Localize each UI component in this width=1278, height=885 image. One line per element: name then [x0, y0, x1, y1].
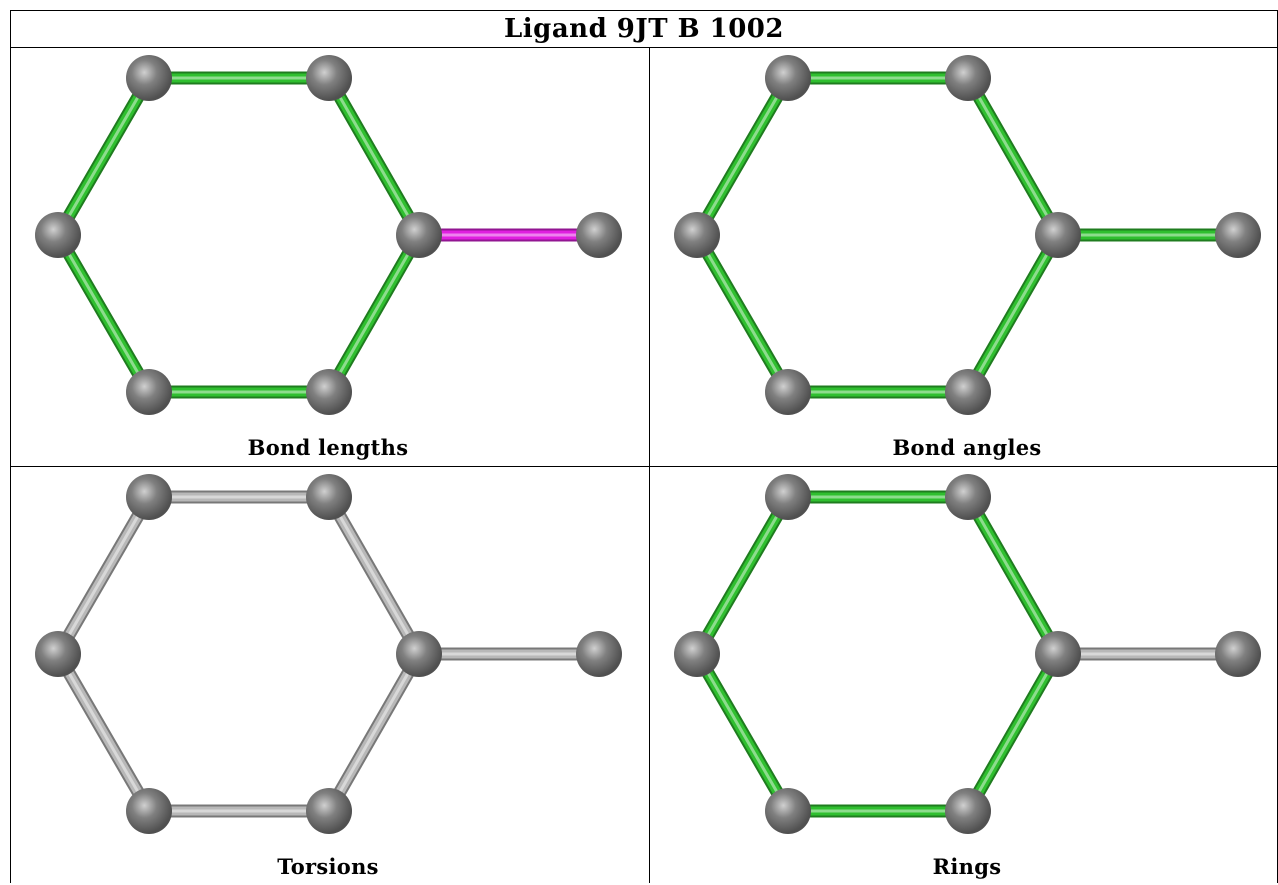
- bond: [962, 231, 1064, 396]
- atom: [396, 212, 442, 258]
- atom: [396, 631, 442, 677]
- bond: [52, 493, 155, 658]
- atom: [126, 474, 172, 520]
- atom: [306, 788, 352, 834]
- bond: [52, 231, 155, 396]
- atom: [576, 212, 622, 258]
- column-divider: [649, 47, 650, 883]
- molecule-diagram-bond-angles: [674, 55, 1261, 415]
- atom: [306, 369, 352, 415]
- atom: [765, 369, 811, 415]
- bond: [962, 74, 1064, 239]
- page-title: Ligand 9JT B 1002: [503, 14, 784, 44]
- panel-bond-angles: Bond angles: [650, 48, 1277, 466]
- atom: [306, 474, 352, 520]
- panel-caption: Rings: [932, 854, 1002, 879]
- frame-left-border: [10, 10, 11, 883]
- bond: [52, 650, 155, 815]
- atom: [126, 788, 172, 834]
- bond: [691, 74, 794, 239]
- panel-caption: Bond angles: [892, 435, 1042, 460]
- atom: [35, 631, 81, 677]
- molecule-diagram-rings: [674, 474, 1261, 834]
- panel-caption: Torsions: [277, 854, 379, 879]
- bond: [323, 74, 425, 239]
- panel-torsions: Torsions: [11, 467, 645, 885]
- atom: [945, 474, 991, 520]
- atom: [674, 212, 720, 258]
- atom: [1215, 631, 1261, 677]
- bond: [52, 74, 155, 239]
- atom: [1215, 212, 1261, 258]
- molecule-diagram-bond-lengths: [35, 55, 622, 415]
- atom: [1035, 212, 1081, 258]
- atom: [765, 55, 811, 101]
- atom: [945, 788, 991, 834]
- bond: [323, 231, 425, 396]
- frame-top-border: [10, 10, 1278, 11]
- bond: [323, 493, 425, 658]
- atom: [576, 631, 622, 677]
- bond: [323, 650, 425, 815]
- row-divider: [10, 466, 1278, 467]
- bond: [962, 493, 1064, 658]
- bond: [691, 650, 794, 815]
- bond: [962, 650, 1064, 815]
- atom: [35, 212, 81, 258]
- panel-caption: Bond lengths: [247, 435, 409, 460]
- bond: [691, 231, 794, 396]
- atom: [306, 55, 352, 101]
- atom: [765, 474, 811, 520]
- atom: [1035, 631, 1081, 677]
- atom: [945, 55, 991, 101]
- panel-bond-lengths: Bond lengths: [11, 48, 645, 466]
- atom: [126, 369, 172, 415]
- panel-rings: Rings: [650, 467, 1277, 885]
- atom: [945, 369, 991, 415]
- atom: [674, 631, 720, 677]
- molecule-diagram-torsions: [35, 474, 622, 834]
- atom: [765, 788, 811, 834]
- bond: [691, 493, 794, 658]
- ligand-figure-table: Ligand 9JT B 1002 Bond lengths Bond angl…: [10, 10, 1278, 883]
- atom: [126, 55, 172, 101]
- title-divider: [10, 47, 1278, 48]
